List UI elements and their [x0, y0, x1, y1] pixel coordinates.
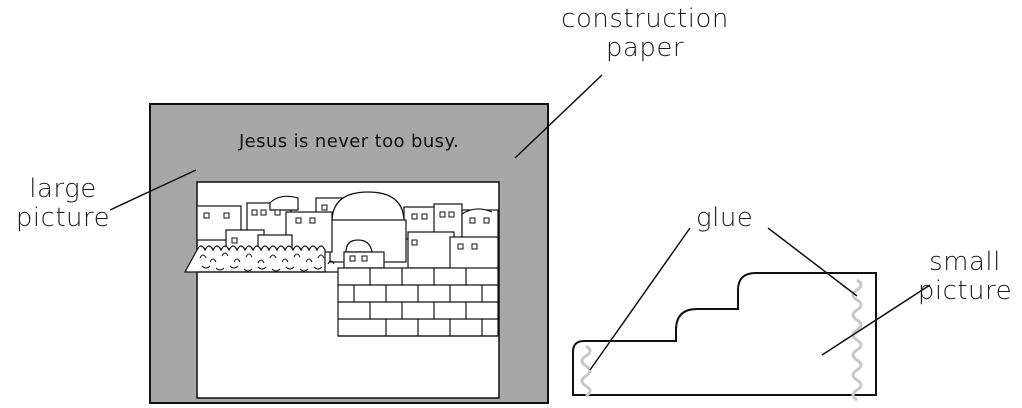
label-construction-paper-line1: construction — [561, 4, 729, 34]
label-glue: glue — [696, 203, 754, 233]
small-picture-shape — [572, 272, 877, 396]
leader-glue-right — [767, 227, 858, 297]
label-large-picture-line2: picture — [15, 203, 111, 233]
glue-strip-left — [580, 344, 592, 398]
label-small-picture-line2: picture — [917, 276, 1013, 306]
label-small-picture-line1: small — [929, 247, 1001, 277]
city-illustration — [183, 191, 499, 337]
label-small-picture: small picture — [915, 248, 1015, 306]
label-construction-paper: construction paper — [560, 5, 730, 63]
leader-small-picture — [821, 284, 931, 356]
leader-glue-left — [589, 227, 691, 371]
leader-construction-paper — [514, 74, 603, 159]
caption-text: Jesus is never too busy. — [238, 131, 460, 152]
label-construction-paper-line2: paper — [605, 33, 685, 63]
leader-large-picture — [109, 169, 197, 211]
label-large-picture-line1: large — [29, 174, 97, 204]
glue-strip-right — [851, 278, 863, 402]
label-large-picture: large picture — [8, 175, 118, 233]
